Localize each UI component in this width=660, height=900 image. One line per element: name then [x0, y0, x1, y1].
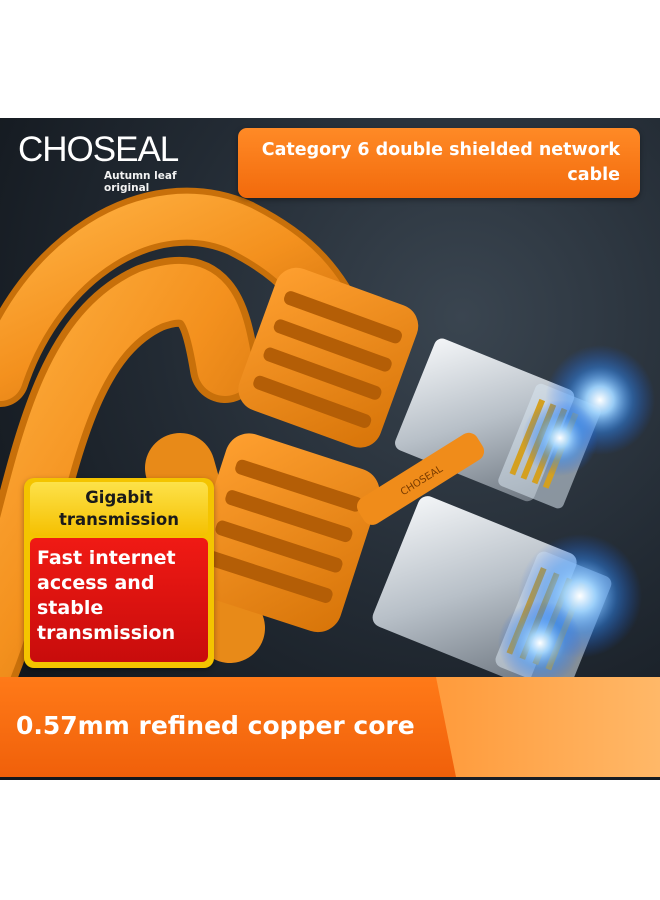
cable-illustration: CHOSEAL: [0, 118, 660, 780]
feature-body-line3: stable: [37, 597, 104, 619]
bottom-banner-tab: [0, 677, 456, 777]
feature-callout: Gigabit transmission Fast internet acces…: [24, 478, 214, 668]
bottom-banner: 0.57mm refined copper core: [0, 677, 660, 777]
brand-logo: CHOSEAL Autumn leaf original: [18, 128, 188, 208]
product-photo: CHOSEAL: [0, 118, 660, 780]
title-line1: Category 6 double shielded network: [261, 140, 620, 160]
bottom-banner-text: 0.57mm refined copper core: [16, 711, 415, 740]
title-text: Category 6 double shielded network cable: [262, 138, 620, 188]
brand-tagline-line2: original: [104, 182, 150, 194]
feature-body-text: Fast internet access and stable transmis…: [37, 546, 202, 646]
title-banner: Category 6 double shielded network cable: [238, 128, 640, 198]
feature-heading-line2: transmission: [59, 510, 179, 529]
feature-heading: Gigabit transmission: [30, 482, 208, 536]
feature-body: Fast internet access and stable transmis…: [30, 538, 208, 662]
feature-body-line2: access and: [37, 572, 155, 594]
title-line2: cable: [567, 165, 620, 185]
feature-heading-line1: Gigabit: [85, 488, 153, 507]
feature-body-line1: Fast internet: [37, 547, 176, 569]
feature-body-line4: transmission: [37, 622, 176, 644]
brand-name: CHOSEAL: [18, 130, 179, 169]
feature-heading-text: Gigabit transmission: [59, 487, 179, 531]
brand-tagline: Autumn leaf original: [104, 170, 177, 194]
brand-tagline-line1: Autumn leaf: [104, 170, 177, 182]
